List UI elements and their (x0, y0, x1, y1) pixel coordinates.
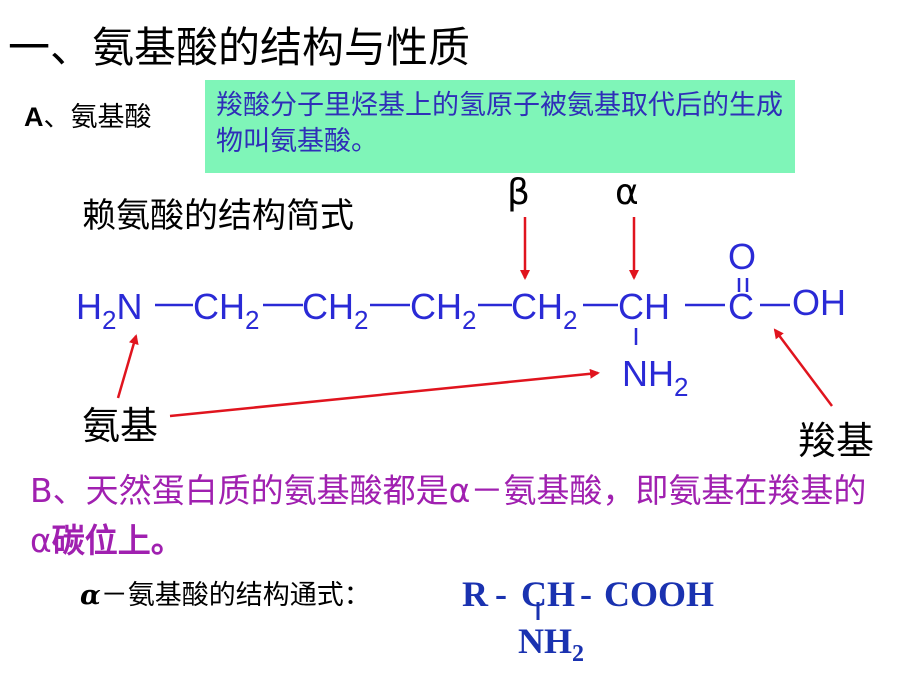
amino-group-label: 氨基 (82, 404, 159, 448)
section-a-heading: 、氨基酸 (43, 102, 152, 133)
carbonyl-oxygen: O (728, 236, 757, 277)
ch2-4-text: CH (511, 286, 563, 327)
amine-n: N (116, 286, 143, 327)
general-nh-text: NH (518, 621, 572, 661)
alpha-label: α (615, 172, 639, 213)
lysine-caption: 赖氨酸的结构简式 (82, 196, 354, 236)
beta-label: β (507, 172, 530, 213)
general-r: R (462, 574, 488, 614)
general-alpha: α (80, 580, 101, 611)
carboxyl-carbon: C (728, 286, 754, 327)
alpha-carbon-ch: CH (618, 286, 670, 327)
side-amine-group: NH2 (622, 353, 688, 402)
amine-h: H (76, 286, 102, 327)
ch2-2-subscript: 2 (354, 305, 369, 335)
general-cooh: COOH (604, 574, 715, 614)
amine-group: H2N (76, 286, 143, 335)
section-b-bold: 碳位上。 (51, 521, 184, 560)
ch2-3-subscript: 2 (462, 305, 477, 335)
ch2-2-text: CH (302, 286, 354, 327)
slide-title: 一、氨基酸的结构与性质 (8, 23, 471, 72)
section-a-letter: A (24, 102, 44, 132)
amino-arrow-right (169, 368, 600, 418)
section-b-statement: B、天然蛋白质的氨基酸都是α－氨基酸，即氨基在羧基的α碳位上。 (30, 466, 880, 566)
hydroxyl-oh: OH (792, 282, 846, 323)
general-formula-caption: α－氨基酸的结构通式： (80, 573, 371, 612)
side-amine-nh: NH (622, 353, 674, 394)
definition-box: 羧酸分子里烃基上的氢原子被氨基取代后的生成物叫氨基酸。 (205, 80, 795, 173)
ch2-group-2: CH2 (302, 286, 368, 335)
general-caption-text: －氨基酸的结构通式： (100, 580, 371, 611)
ch2-group-1: CH2 (193, 286, 259, 335)
amino-arrow-left (116, 334, 139, 399)
ch2-group-3: CH2 (410, 286, 476, 335)
ch2-1-subscript: 2 (245, 305, 260, 335)
side-amine-subscript: 2 (674, 372, 689, 402)
general-nh2: NH2 (518, 620, 584, 667)
carboxyl-arrow (773, 328, 833, 407)
definition-text: 羧酸分子里烃基上的氢原子被氨基取代后的生成物叫氨基酸。 (216, 90, 783, 157)
general-nh-subscript: 2 (572, 641, 584, 667)
general-dash-1: - (495, 574, 507, 614)
ch2-group-4: CH2 (511, 286, 577, 335)
general-ch: CH (521, 574, 575, 614)
ch2-4-subscript: 2 (563, 305, 578, 335)
general-dash-2: - (580, 574, 592, 614)
ch2-3-text: CH (410, 286, 462, 327)
section-b-text: B、天然蛋白质的氨基酸都是α－氨基酸，即氨基在羧基的α (30, 471, 867, 560)
section-a-label: A、氨基酸 (24, 95, 152, 134)
carboxyl-group-label: 羧基 (798, 419, 875, 463)
ch2-1-text: CH (193, 286, 245, 327)
amine-h-subscript: 2 (102, 305, 117, 335)
